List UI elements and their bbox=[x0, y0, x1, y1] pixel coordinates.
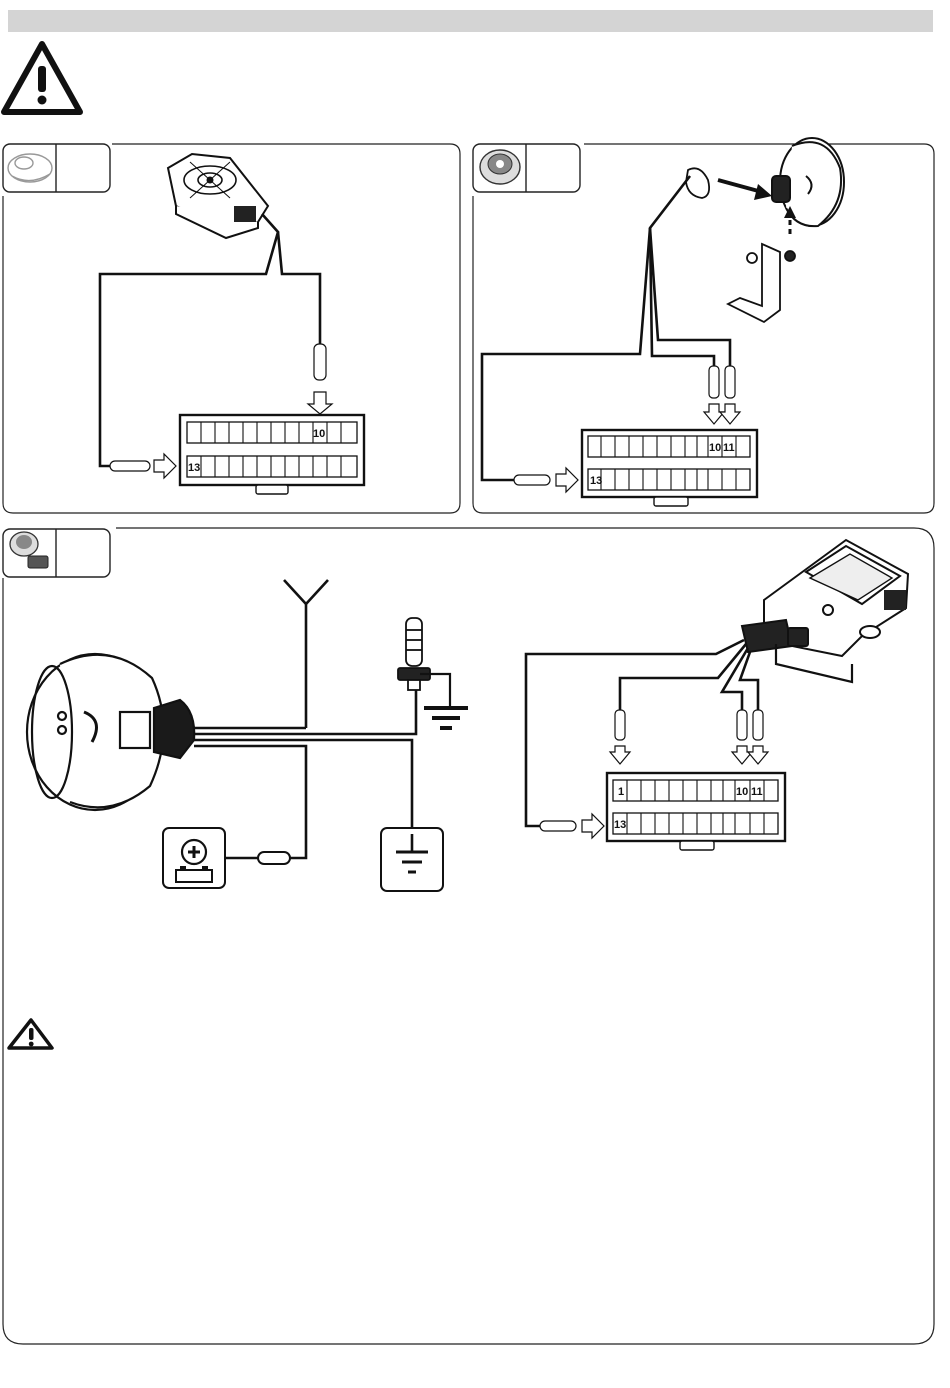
mounting-bracket bbox=[728, 244, 795, 322]
pin-label: 10 bbox=[313, 428, 325, 440]
panel-bottom bbox=[3, 528, 934, 1344]
connector-block-top-left: 10 13 bbox=[180, 415, 364, 494]
pin-label: 13 bbox=[590, 475, 602, 487]
pin-label: 1 bbox=[618, 786, 624, 798]
pin-label: 13 bbox=[188, 462, 200, 474]
antenna-icon bbox=[284, 580, 328, 728]
control-module-device bbox=[742, 540, 908, 682]
pin-label: 11 bbox=[723, 442, 735, 454]
warning-triangle-icon bbox=[9, 1020, 52, 1048]
warning-triangle-icon bbox=[4, 44, 80, 112]
connector-block-bottom: 1 10 11 13 bbox=[607, 773, 785, 850]
horn-large-device bbox=[27, 654, 194, 810]
pin-label: 13 bbox=[614, 819, 626, 831]
spark-plug-icon bbox=[398, 618, 468, 728]
pin-label: 10 bbox=[736, 786, 748, 798]
ground-icon bbox=[381, 828, 443, 891]
connector-block-top-right: 10 11 13 bbox=[582, 430, 757, 506]
pin-label: 11 bbox=[751, 786, 763, 798]
pin-label: 10 bbox=[709, 442, 721, 454]
battery-plus-icon bbox=[163, 828, 225, 888]
horn-thumbnail-icon bbox=[480, 150, 520, 184]
horn-device bbox=[772, 138, 844, 226]
fuse-icon bbox=[226, 852, 290, 864]
siren-device bbox=[168, 154, 268, 238]
plug-connector bbox=[686, 168, 709, 198]
